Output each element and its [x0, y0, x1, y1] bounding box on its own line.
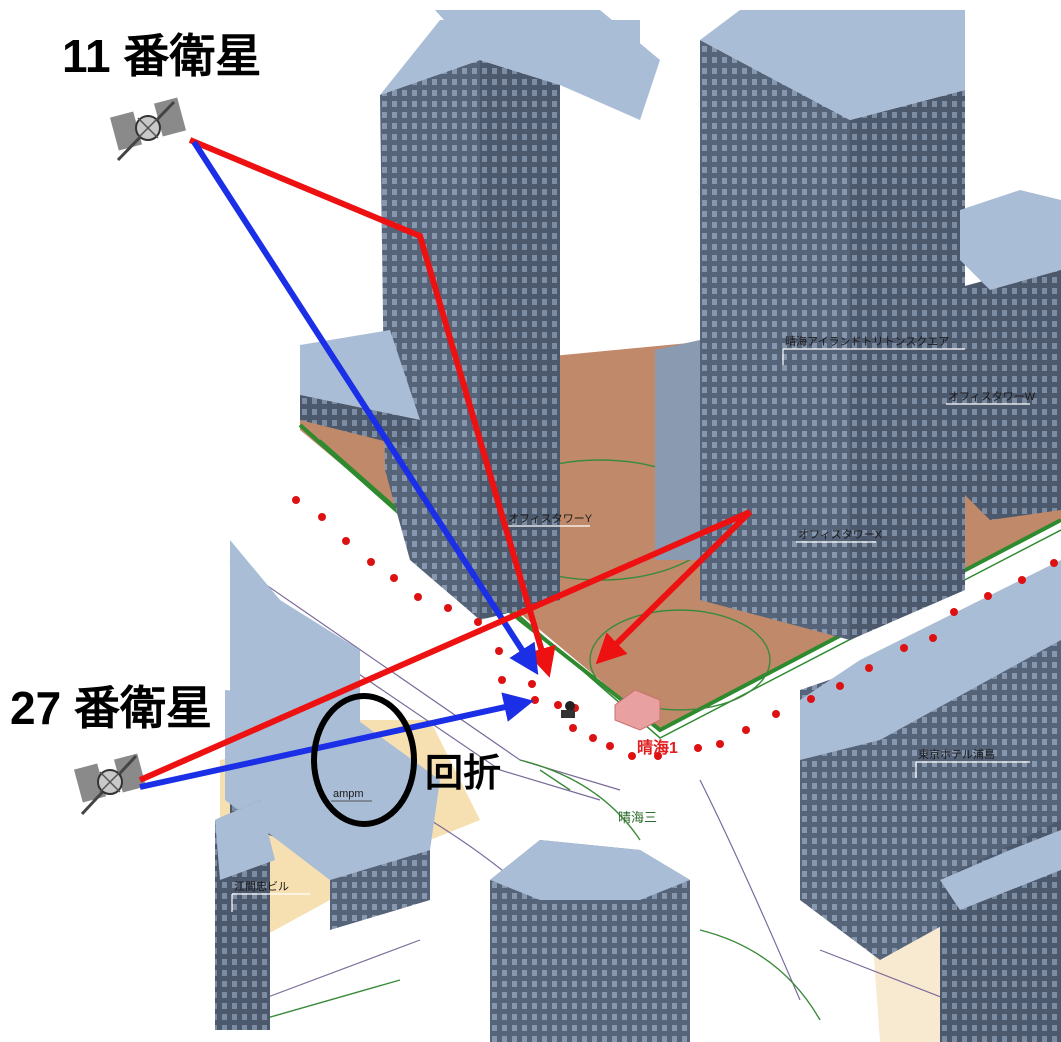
center-bottom-building — [490, 840, 690, 1042]
label-office-tower-y-text: オフィスタワーY — [508, 512, 593, 525]
label-ampm: ampm — [331, 788, 372, 802]
marker-row — [292, 496, 1058, 760]
ema-chu-building — [215, 800, 275, 1030]
label-office-tower-w-text: オフィスタワーW — [948, 390, 1036, 403]
satellite-27-icon — [74, 753, 146, 816]
ampm-building — [225, 540, 440, 930]
label-harumi-3: 晴海三 — [618, 810, 657, 825]
map-label-group: 晴海アイランドトリトンスクエア オフィスタワーW オフィスタワーY オフィスタワ… — [231, 334, 1036, 912]
satellite-11-icon — [110, 97, 186, 162]
sat27-direct-path — [139, 692, 534, 790]
label-office-tower-x-text: オフィスタワーX — [798, 528, 883, 541]
sat11-reflected-path — [188, 137, 556, 678]
office-tower-x-building — [655, 10, 965, 640]
satellite-27-label: 27 番衛星 — [10, 682, 212, 734]
label-harumi-island: 晴海アイランドトリトンスクエア — [782, 334, 965, 365]
label-office-tower-w: オフィスタワーW — [946, 390, 1036, 405]
sat27-reflected-path — [138, 509, 753, 783]
diffraction-highlight-ellipse — [311, 693, 417, 827]
diffraction-label: 回折 — [425, 753, 501, 795]
receiver-figure — [561, 701, 575, 718]
label-harumi-island-text: 晴海アイランドトリトンスクエア — [785, 334, 949, 348]
satellite-11-label: 11 番衛星 — [62, 30, 261, 82]
label-ema-chu-text: 江間忠ビル — [234, 880, 289, 893]
signal-paths — [138, 137, 753, 790]
kiosk — [614, 689, 661, 731]
label-ampm-text: ampm — [333, 788, 364, 800]
label-ema-chu: 江間忠ビル — [231, 880, 310, 912]
label-office-tower-x: オフィスタワーX — [796, 528, 883, 543]
office-tower-y-building — [380, 10, 660, 620]
sat11-direct-path — [191, 140, 539, 676]
label-tokyo-hotel: 東京ホテル浦島 — [915, 747, 1030, 778]
label-tokyo-hotel-text: 東京ホテル浦島 — [918, 747, 995, 761]
office-tower-w-building — [950, 190, 1061, 520]
label-harumi-1: 晴海1 — [637, 738, 678, 757]
label-office-tower-y: オフィスタワーY — [506, 512, 593, 527]
right-bottom-building — [940, 820, 1061, 1042]
